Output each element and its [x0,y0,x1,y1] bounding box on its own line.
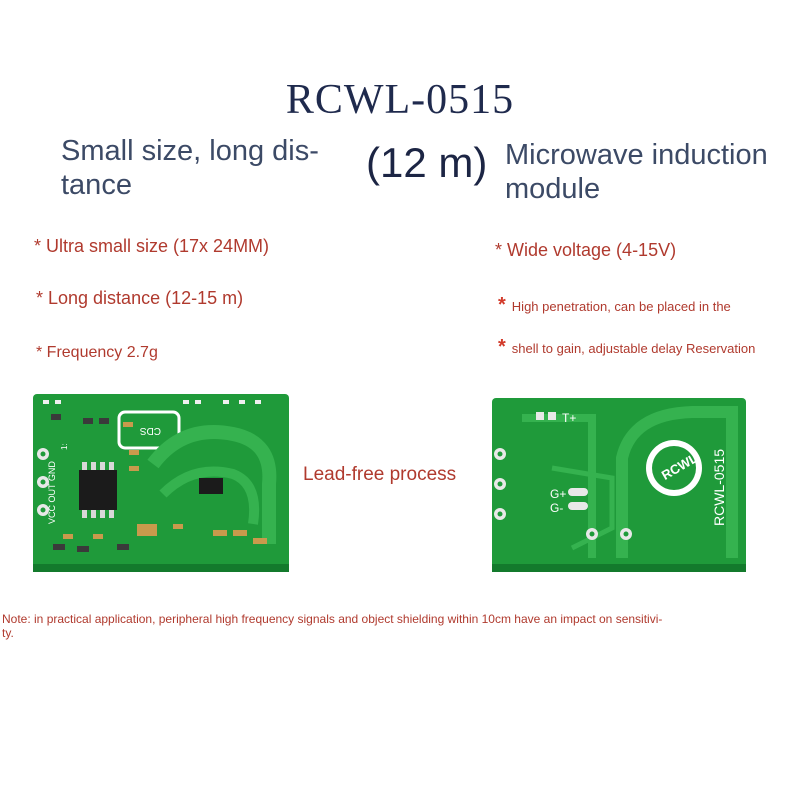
board-extra-label: 1: [60,443,69,450]
feature-penetration-text: High penetration, can be placed in the [511,299,731,314]
ic-chip [79,470,117,510]
feature-frequency: * Frequency 2.7g [36,344,158,361]
cds-label: CDS [140,425,161,436]
feature-penetration: * High penetration, can be placed in the [498,294,731,317]
pcb-front-image: CDS VCC OUT GND 1: [33,394,289,572]
feature-distance: * Long distance (12-15 m) [36,288,244,308]
page-title: RCWL-0515 [285,77,515,123]
star-icon: * [498,294,506,316]
feature-voltage: * Wide voltage (4-15V) [495,240,677,260]
g-plus-label: G+ [550,487,566,501]
transistor [199,478,223,494]
feature-shell-text: shell to gain, adjustable delay Reservat… [511,341,756,356]
feature-shell: * shell to gain, adjustable delay Reserva… [498,336,755,359]
note-text: Note: in practical application, peripher… [2,612,663,640]
subtitle-right: Microwave induction module [505,139,768,205]
lead-free-label: Lead-free process [303,464,457,485]
star-icon: * [498,336,506,358]
g-minus-label: G- [550,501,563,515]
feature-size: * Ultra small size (17x 24MM) [34,236,270,256]
pin-label: VCC OUT GND [47,461,57,524]
pcb-back-image: T+ G+ G- RCWL RCWL-0515 [492,398,746,572]
subtitle-left: Small size, long dis- tance [61,135,319,201]
model-label: RCWL-0515 [711,449,727,526]
t-plus-label: T+ [562,411,576,425]
subtitle-distance: (12 m) [366,139,488,186]
